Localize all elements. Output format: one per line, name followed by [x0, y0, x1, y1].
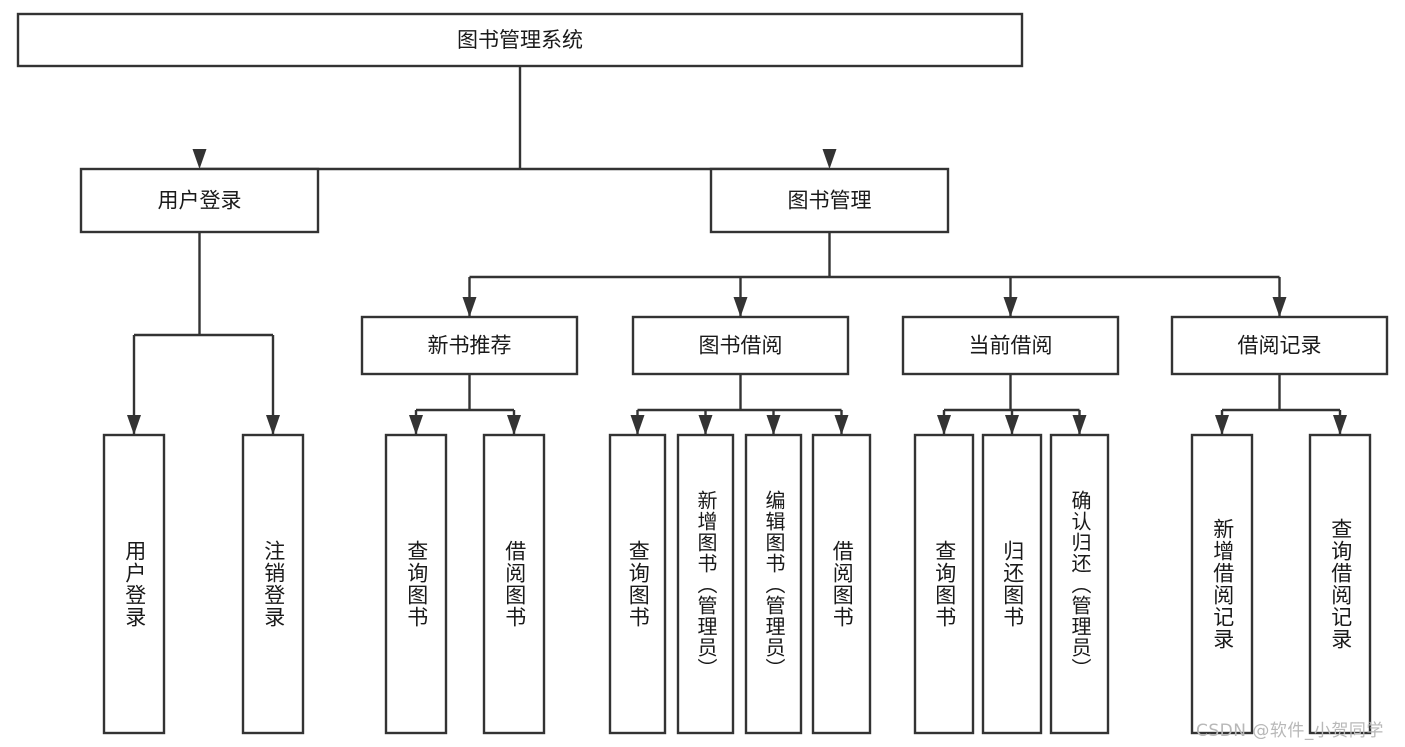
node-l4-query-book-b[interactable]: [608, 433, 667, 735]
node-box[interactable]: [608, 433, 667, 735]
node-box[interactable]: [482, 433, 546, 735]
arrow-head: [1003, 297, 1018, 317]
node-box[interactable]: [79, 167, 320, 234]
arrow-head: [1333, 415, 1347, 435]
arrow-head: [1072, 415, 1087, 435]
node-l4-add-borrow-record[interactable]: [1190, 433, 1254, 735]
node-box[interactable]: [631, 315, 850, 376]
arrow-head: [409, 415, 423, 435]
node-label: 用户登录: [158, 189, 242, 213]
arrow-head: [1215, 415, 1229, 435]
node-label: 图书管理系统: [457, 28, 583, 52]
node-box[interactable]: [1190, 433, 1254, 735]
node-l4-edit-book-admin[interactable]: [744, 433, 803, 735]
node-box[interactable]: [1170, 315, 1389, 376]
node-box[interactable]: [811, 433, 872, 735]
node-box[interactable]: [901, 315, 1120, 376]
arrow-head: [1005, 415, 1019, 435]
node-l4-borrow-book-a[interactable]: [482, 433, 546, 735]
arrow-head: [630, 415, 645, 435]
arrow-head: [127, 415, 141, 435]
arrow-head: [822, 149, 837, 169]
node-label: 借阅记录: [1238, 334, 1322, 358]
node-l3-borrow-record[interactable]: 借阅记录: [1170, 315, 1389, 376]
csdn-watermark: CSDN @软件_小贺同学: [1196, 721, 1384, 741]
node-box[interactable]: [913, 433, 975, 735]
arrow-head: [1272, 297, 1287, 317]
node-l3-book-borrow[interactable]: 图书借阅: [631, 315, 850, 376]
node-l4-user-login[interactable]: [102, 433, 166, 735]
node-box[interactable]: [676, 433, 735, 735]
arrow-head: [462, 297, 477, 317]
node-l4-add-book-admin[interactable]: [676, 433, 735, 735]
node-l4-query-borrow-record[interactable]: [1308, 433, 1372, 735]
node-box[interactable]: [384, 433, 448, 735]
node-l2-book-mgmt[interactable]: 图书管理: [709, 167, 950, 234]
node-label: 新书推荐: [428, 334, 512, 358]
node-box[interactable]: [981, 433, 1043, 735]
node-box[interactable]: [16, 12, 1024, 68]
node-box[interactable]: [241, 433, 305, 735]
node-label: 图书借阅: [699, 334, 783, 358]
node-l4-return-book[interactable]: [981, 433, 1043, 735]
node-box[interactable]: [1049, 433, 1110, 735]
arrow-head: [766, 415, 781, 435]
node-l4-confirm-return-admin[interactable]: [1049, 433, 1110, 735]
arrow-head: [937, 415, 951, 435]
node-l4-borrow-book-b[interactable]: [811, 433, 872, 735]
node-root[interactable]: 图书管理系统: [16, 12, 1024, 68]
node-l4-query-book-a[interactable]: [384, 433, 448, 735]
node-l2-user-login[interactable]: 用户登录: [79, 167, 320, 234]
edges-layer: [127, 66, 1347, 435]
node-label: 当前借阅: [969, 334, 1053, 358]
node-l4-logout[interactable]: [241, 433, 305, 735]
arrow-head: [698, 415, 713, 435]
arrow-head: [733, 297, 748, 317]
node-box[interactable]: [744, 433, 803, 735]
node-box[interactable]: [360, 315, 579, 376]
node-box[interactable]: [709, 167, 950, 234]
arrow-head: [834, 415, 849, 435]
arrow-head: [192, 149, 207, 169]
node-label: 图书管理: [788, 189, 872, 213]
node-l3-current-borrow[interactable]: 当前借阅: [901, 315, 1120, 376]
arrow-head: [266, 415, 280, 435]
arrow-head: [507, 415, 521, 435]
node-l3-new-book-rec[interactable]: 新书推荐: [360, 315, 579, 376]
node-box[interactable]: [102, 433, 166, 735]
node-box[interactable]: [1308, 433, 1372, 735]
node-l4-query-book-c[interactable]: [913, 433, 975, 735]
